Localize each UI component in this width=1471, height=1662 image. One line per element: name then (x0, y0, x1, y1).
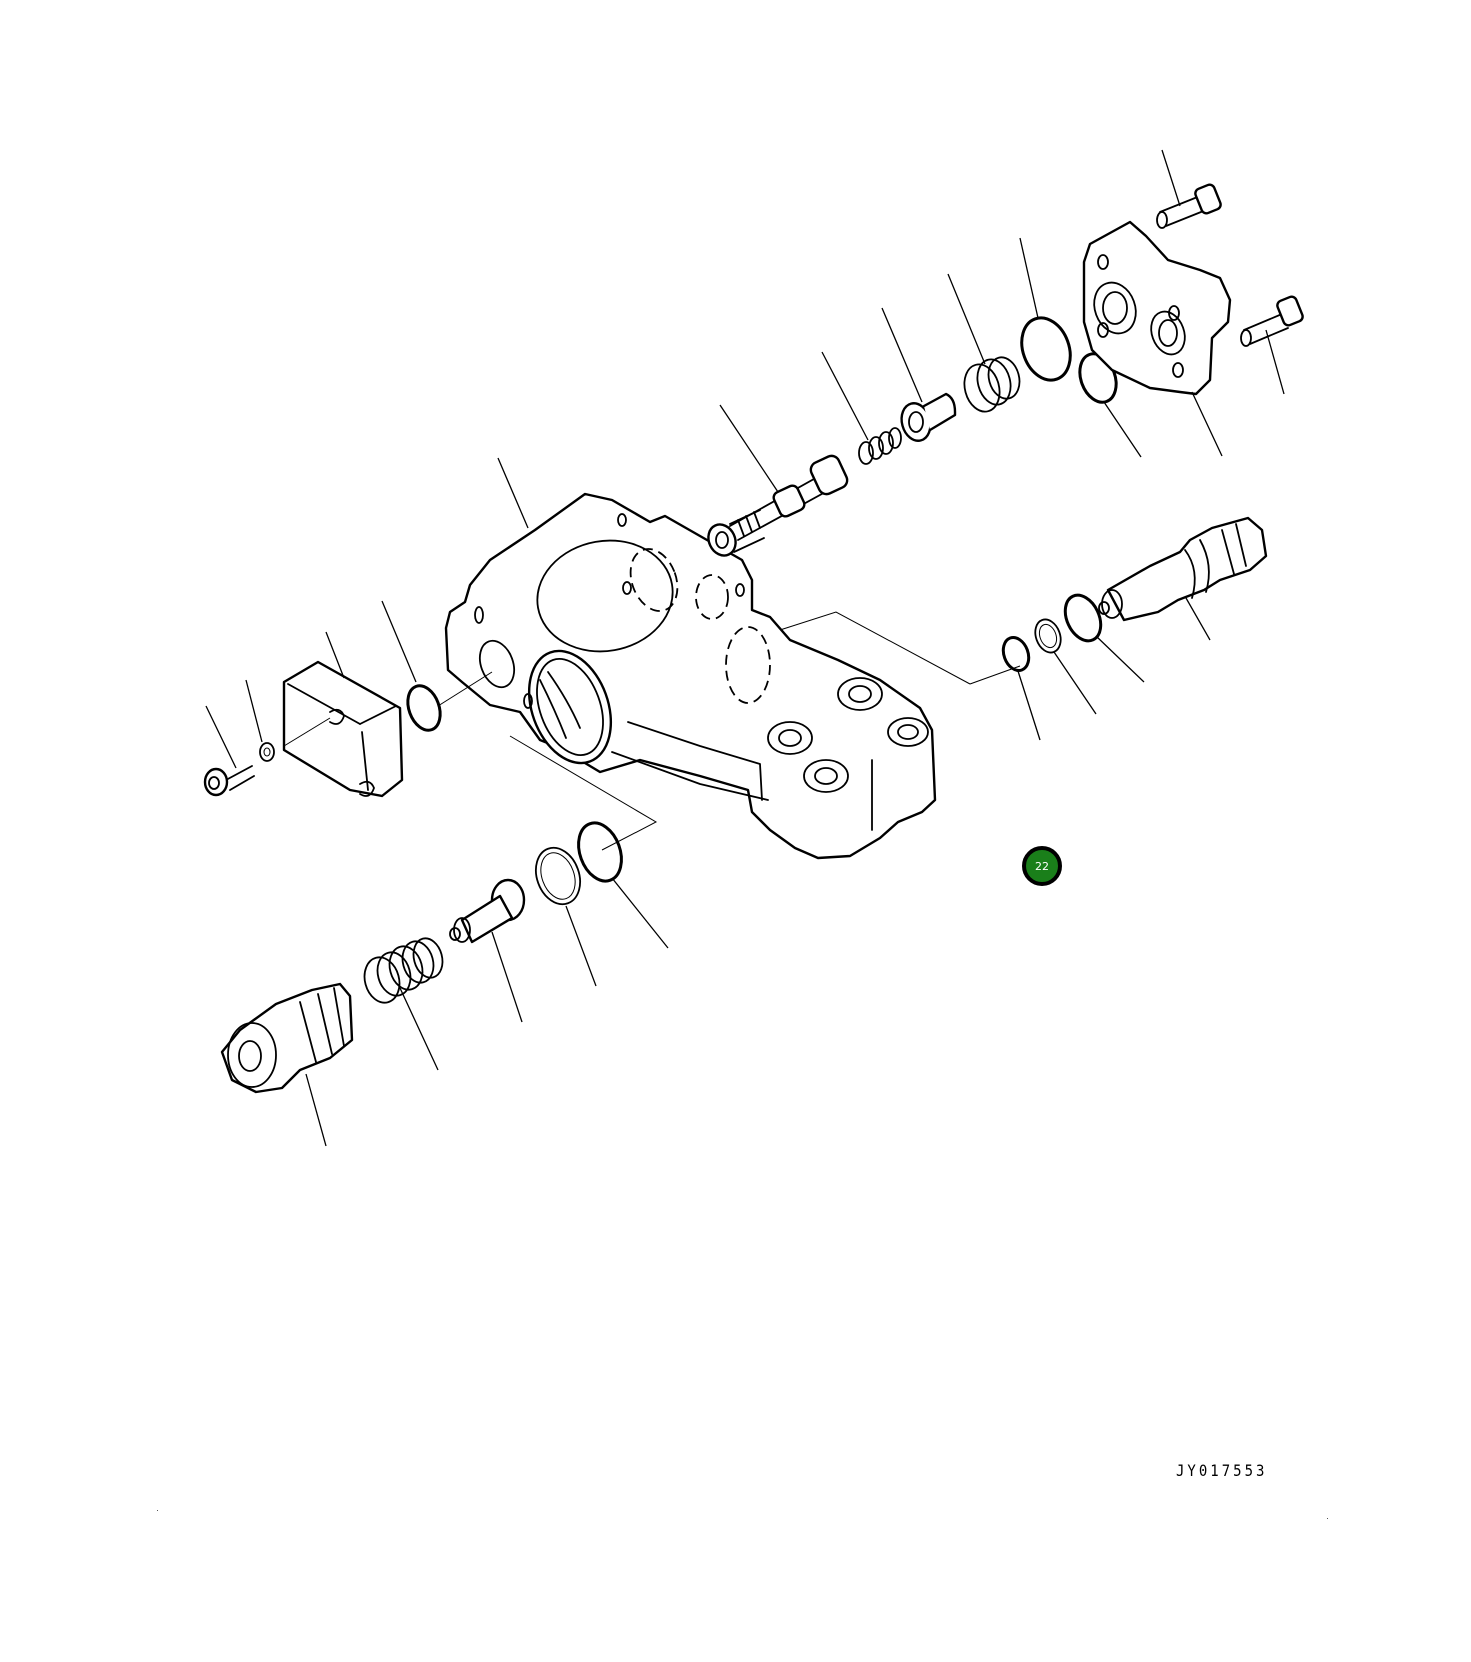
valve-body (444, 492, 937, 860)
o-ring-right-2 (1063, 593, 1145, 683)
o-ring-upper-1 (1019, 237, 1072, 382)
bolt-upper-1 (1156, 149, 1222, 229)
washer-left (245, 679, 275, 762)
speck-left (157, 1510, 158, 1511)
spool (707, 404, 849, 557)
drawing-code: JY017553 (1176, 1462, 1268, 1481)
o-ring-right-1 (1001, 636, 1041, 741)
backup-ring-right (1034, 618, 1097, 715)
callout-hotspot-22[interactable]: 22 (1022, 846, 1062, 886)
plug-lower (220, 982, 354, 1147)
o-ring-left (381, 600, 493, 732)
small-spring (821, 351, 902, 465)
spring (947, 273, 1021, 413)
spring-seat (881, 307, 957, 442)
spring-lower (363, 937, 444, 1071)
speck-right (1327, 1518, 1328, 1519)
o-ring-lower (577, 821, 669, 949)
backup-ring-lower (535, 846, 597, 987)
bolt-left (203, 705, 255, 797)
cover-flange (1082, 220, 1232, 457)
poppet-lower (449, 878, 526, 1023)
cartridge-valve-right (1098, 516, 1268, 641)
block-cover-left (282, 631, 404, 798)
bolt-upper-2 (1240, 295, 1304, 395)
hotspot-label: 22 (1035, 859, 1049, 873)
